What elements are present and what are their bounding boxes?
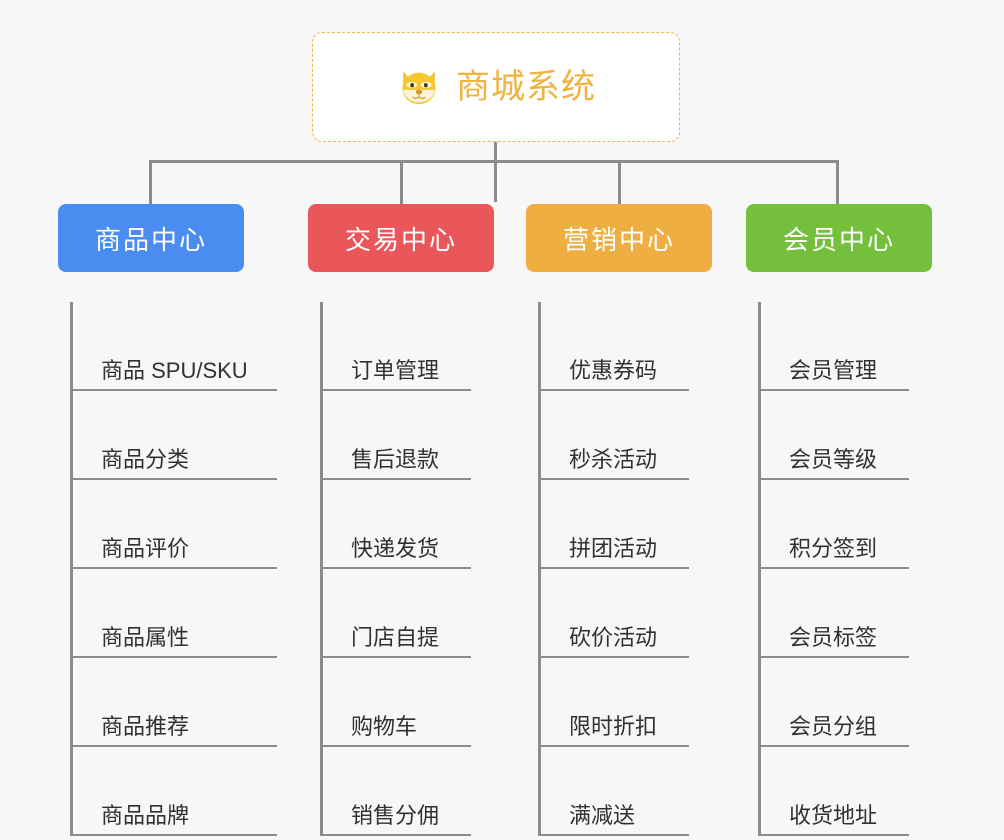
connector-bus	[149, 160, 839, 163]
leaf-item[interactable]: 满减送	[541, 747, 689, 836]
leaf-label: 商品推荐	[101, 713, 190, 739]
leaf-label: 订单管理	[351, 357, 440, 383]
leaf-list-marketing-center: 优惠券码 秒杀活动 拼团活动 砍价活动 限时折扣 满减送	[538, 302, 712, 836]
leaf-item[interactable]: 快递发货	[323, 480, 471, 569]
leaf-item[interactable]: 商品 SPU/SKU	[73, 302, 277, 391]
leaf-label: 商品品牌	[101, 802, 190, 828]
leaf-item[interactable]: 商品评价	[73, 480, 277, 569]
leaf-label: 商品 SPU/SKU	[101, 357, 248, 383]
leaf-item[interactable]: 优惠券码	[541, 302, 689, 391]
leaf-item[interactable]: 商品属性	[73, 569, 277, 658]
leaf-item[interactable]: 商品推荐	[73, 658, 277, 747]
leaf-label: 积分签到	[789, 535, 878, 561]
leaf-label: 快递发货	[351, 535, 440, 561]
leaf-label: 满减送	[569, 802, 636, 828]
leaf-item[interactable]: 商品分类	[73, 391, 277, 480]
leaf-item[interactable]: 购物车	[323, 658, 471, 747]
leaf-item[interactable]: 销售分佣	[323, 747, 471, 836]
leaf-item[interactable]: 收货地址	[761, 747, 909, 836]
connector-drop-2	[400, 160, 403, 206]
leaf-list-trade-center: 订单管理 售后退款 快递发货 门店自提 购物车 销售分佣	[320, 302, 494, 836]
category-header-trade-center[interactable]: 交易中心	[308, 204, 494, 272]
leaf-label: 秒杀活动	[569, 446, 658, 472]
leaf-label: 优惠券码	[569, 357, 658, 383]
connector-drop-4	[836, 160, 839, 206]
category-header-marketing-center[interactable]: 营销中心	[526, 204, 712, 272]
branch-marketing-center: 营销中心 优惠券码 秒杀活动 拼团活动 砍价活动 限时折扣 满减送	[526, 204, 712, 836]
category-label: 交易中心	[344, 224, 457, 255]
leaf-label: 会员等级	[789, 446, 878, 472]
category-header-member-center[interactable]: 会员中心	[746, 204, 932, 272]
connector-root-stem	[494, 142, 497, 202]
leaf-label: 砍价活动	[569, 624, 658, 650]
root-node[interactable]: 商城系统	[312, 32, 680, 142]
leaf-label: 限时折扣	[569, 713, 658, 739]
leaf-item[interactable]: 会员分组	[761, 658, 909, 747]
branch-trade-center: 交易中心 订单管理 售后退款 快递发货 门店自提 购物车 销售分佣	[308, 204, 494, 836]
leaf-item[interactable]: 会员管理	[761, 302, 909, 391]
leaf-label: 会员分组	[789, 713, 878, 739]
leaf-item[interactable]: 限时折扣	[541, 658, 689, 747]
leaf-label: 拼团活动	[569, 535, 658, 561]
connector-drop-1	[149, 160, 152, 206]
category-label: 营销中心	[562, 224, 675, 255]
connector-drop-3	[618, 160, 621, 206]
leaf-label: 商品分类	[101, 446, 190, 472]
leaf-label: 售后退款	[351, 446, 440, 472]
leaf-item[interactable]: 订单管理	[323, 302, 471, 391]
category-label: 会员中心	[782, 224, 895, 255]
leaf-label: 商品评价	[101, 535, 190, 561]
leaf-label: 收货地址	[789, 802, 878, 828]
leaf-item[interactable]: 秒杀活动	[541, 391, 689, 480]
leaf-label: 会员管理	[789, 357, 878, 383]
leaf-label: 会员标签	[789, 624, 878, 650]
category-label: 商品中心	[94, 224, 207, 255]
leaf-item[interactable]: 拼团活动	[541, 480, 689, 569]
leaf-list-product-center: 商品 SPU/SKU 商品分类 商品评价 商品属性 商品推荐 商品品牌	[70, 302, 277, 836]
root-title: 商城系统	[456, 68, 596, 106]
leaf-item[interactable]: 售后退款	[323, 391, 471, 480]
leaf-label: 销售分佣	[351, 802, 440, 828]
leaf-label: 门店自提	[351, 624, 440, 650]
leaf-item[interactable]: 积分签到	[761, 480, 909, 569]
branch-member-center: 会员中心 会员管理 会员等级 积分签到 会员标签 会员分组 收货地址	[746, 204, 932, 836]
leaf-item[interactable]: 商品品牌	[73, 747, 277, 836]
category-header-product-center[interactable]: 商品中心	[58, 204, 244, 272]
leaf-label: 购物车	[351, 713, 418, 739]
leaf-item[interactable]: 砍价活动	[541, 569, 689, 658]
leaf-item[interactable]: 门店自提	[323, 569, 471, 658]
branch-product-center: 商品中心 商品 SPU/SKU 商品分类 商品评价 商品属性 商品推荐 商品品牌	[58, 204, 277, 836]
leaf-list-member-center: 会员管理 会员等级 积分签到 会员标签 会员分组 收货地址	[758, 302, 932, 836]
dog-face-icon	[402, 71, 436, 105]
leaf-label: 商品属性	[101, 624, 190, 650]
leaf-item[interactable]: 会员标签	[761, 569, 909, 658]
leaf-item[interactable]: 会员等级	[761, 391, 909, 480]
